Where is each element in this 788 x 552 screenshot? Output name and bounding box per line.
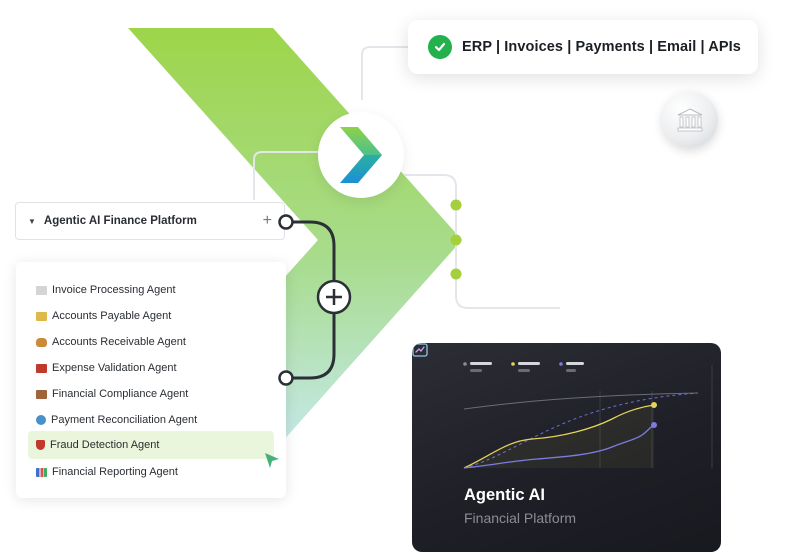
series-line-yellow [463, 404, 655, 469]
legend-bar [470, 369, 482, 372]
card-chart [463, 362, 713, 469]
series-line-gray [463, 392, 699, 410]
document-icon [36, 389, 47, 399]
sync-icon [36, 415, 46, 425]
agent-label: Financial Compliance Agent [52, 388, 189, 400]
agent-item[interactable]: Expense Validation Agent [28, 355, 274, 381]
legend-bar [566, 362, 584, 365]
legend-bar [470, 362, 492, 365]
money-bag-icon [36, 337, 47, 347]
agent-item[interactable]: Accounts Payable Agent [28, 303, 274, 329]
card-title: Agentic AI [464, 486, 545, 504]
agent-label: Accounts Payable Agent [52, 310, 172, 322]
caret-down-icon[interactable]: ▼ [28, 216, 36, 226]
agent-label: Fraud Detection Agent [50, 439, 160, 451]
legend-bar [518, 362, 540, 365]
agent-label: Financial Reporting Agent [52, 466, 178, 478]
agent-item-selected[interactable]: Fraud Detection Agent [28, 431, 274, 459]
legend-bar [566, 369, 576, 372]
platform-title: Agentic AI Finance Platform [43, 215, 197, 227]
agent-label: Invoice Processing Agent [52, 284, 176, 296]
legend-dot [463, 362, 467, 366]
integrations-text: ERP | Invoices | Payments | Email | APIs [462, 39, 741, 55]
bank-icon [662, 92, 718, 148]
agent-label: Accounts Receivable Agent [52, 336, 186, 348]
series-endpoint [651, 422, 657, 428]
receipt-icon [36, 285, 47, 295]
agent-item[interactable]: Financial Compliance Agent [28, 381, 274, 407]
node-dot [450, 234, 462, 246]
series-endpoint [651, 402, 657, 408]
series-line-dashed [463, 392, 699, 469]
trend-chart-icon [412, 343, 428, 357]
node-dot [450, 268, 462, 280]
agent-item[interactable]: Accounts Receivable Agent [28, 329, 274, 355]
legend-bar [518, 369, 530, 372]
insight-card: Agentic AI Financial Platform [412, 343, 721, 552]
ledger-icon [36, 363, 47, 373]
platform-header[interactable]: ▼ Agentic AI Finance Platform + [15, 202, 285, 240]
card-subtitle: Financial Platform [464, 510, 577, 526]
bar-chart-icon [36, 467, 47, 477]
series-line-purple [463, 424, 655, 469]
chevron-logo-icon [318, 112, 404, 198]
legend-dot [511, 362, 515, 366]
node-dot [450, 199, 462, 211]
card-icon [36, 311, 47, 321]
agent-item[interactable]: Invoice Processing Agent [28, 277, 274, 303]
agent-item[interactable]: Financial Reporting Agent [28, 459, 274, 485]
agent-list: Invoice Processing Agent Accounts Payabl… [16, 262, 286, 498]
legend-dot [559, 362, 563, 366]
add-icon[interactable]: + [262, 212, 272, 229]
shield-icon [36, 440, 45, 450]
cursor-icon [265, 453, 279, 468]
integrations-pill: ERP | Invoices | Payments | Email | APIs [408, 20, 758, 74]
agent-label: Payment Reconciliation Agent [51, 414, 198, 426]
check-circle-icon [428, 35, 452, 59]
agent-label: Expense Validation Agent [52, 362, 177, 374]
agent-item[interactable]: Payment Reconciliation Agent [28, 407, 274, 433]
